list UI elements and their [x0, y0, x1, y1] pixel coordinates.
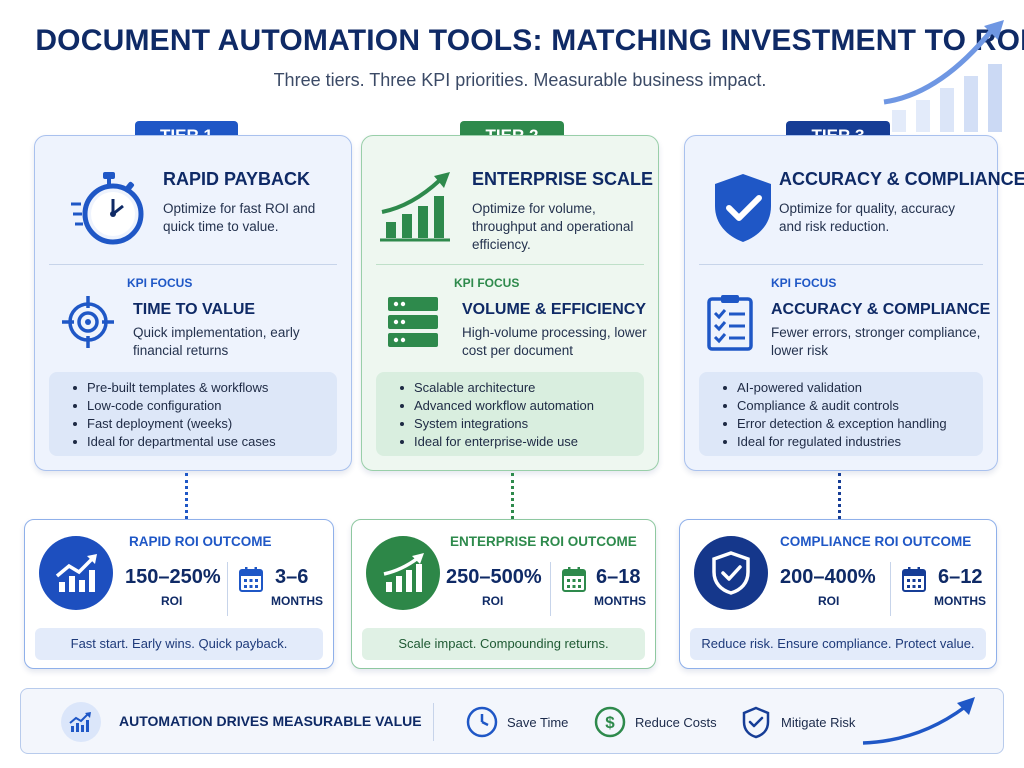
feature-list: Pre-built templates & workflows Low-code… — [49, 372, 337, 456]
svg-text:$: $ — [605, 713, 615, 732]
tier-1-card: RAPID PAYBACK Optimize for fast ROI and … — [34, 135, 352, 471]
summary-item-label: Reduce Costs — [635, 715, 717, 730]
calendar-icon — [239, 567, 263, 592]
outcome-card-1: RAPID ROI OUTCOME 150–250% ROI 3–6 MONTH… — [24, 519, 334, 669]
target-icon — [62, 296, 114, 348]
growth-arrow-icon — [862, 697, 975, 745]
roi-label: ROI — [482, 594, 504, 608]
page-title: DOCUMENT AUTOMATION TOOLS: MATCHING INVE… — [35, 24, 1024, 57]
feature-list: Scalable architecture Advanced workflow … — [376, 372, 644, 456]
stopwatch-icon — [71, 172, 144, 245]
feature-list: AI-powered validation Compliance & audit… — [699, 372, 983, 456]
list-item: System integrations — [400, 415, 644, 433]
payback-months-value: 6–18 — [596, 566, 641, 588]
shield-check-icon — [715, 174, 771, 242]
shield-check-icon — [712, 551, 750, 595]
payback-months-label: MONTHS — [934, 594, 986, 608]
divider — [227, 562, 228, 616]
outcome-title: COMPLIANCE ROI OUTCOME — [780, 534, 972, 549]
tier-description: Optimize for volume, throughput and oper… — [472, 201, 634, 252]
trend-chart-icon — [55, 554, 97, 592]
kpi-label: KPI FOCUS — [127, 276, 193, 290]
tier-2-card: ENTERPRISE SCALE Optimize for volume, th… — [361, 135, 659, 471]
list-item: Ideal for enterprise-wide use — [400, 433, 644, 451]
server-stack-icon — [388, 297, 438, 347]
list-item: Fast deployment (weeks) — [73, 415, 337, 433]
outcome-tagline: Fast start. Early wins. Quick payback. — [35, 628, 323, 660]
payback-months-value: 6–12 — [938, 566, 983, 588]
roi-value: 250–500% — [446, 566, 542, 588]
kpi-title: ACCURACY & COMPLIANCE — [771, 301, 991, 318]
outcome-icon-circle — [39, 536, 113, 610]
growth-arrow-icon — [883, 20, 1004, 132]
list-item: Error detection & exception handling — [723, 415, 983, 433]
calendar-icon — [902, 567, 926, 592]
summary-title: AUTOMATION DRIVES MEASURABLE VALUE — [119, 713, 422, 729]
tier-description: Optimize for quality, accuracy and risk … — [779, 201, 956, 234]
roi-label: ROI — [818, 594, 840, 608]
list-item: Advanced workflow automation — [400, 397, 644, 415]
list-item: AI-powered validation — [723, 379, 983, 397]
shield-check-icon — [742, 706, 770, 739]
divider — [433, 703, 434, 741]
list-item: Low-code configuration — [73, 397, 337, 415]
outcome-tagline: Reduce risk. Ensure compliance. Protect … — [690, 628, 986, 660]
payback-months-label: MONTHS — [271, 594, 323, 608]
divider — [890, 562, 891, 616]
roi-value: 200–400% — [780, 566, 876, 588]
divider — [699, 264, 983, 265]
kpi-label: KPI FOCUS — [454, 276, 520, 290]
outcome-card-2: ENTERPRISE ROI OUTCOME 250–500% ROI 6–18… — [351, 519, 656, 669]
checklist-icon — [707, 295, 753, 351]
kpi-title: VOLUME & EFFICIENCY — [462, 301, 647, 318]
summary-item-label: Save Time — [507, 715, 569, 730]
outcome-title: ENTERPRISE ROI OUTCOME — [450, 534, 637, 549]
list-item: Ideal for regulated industries — [723, 433, 983, 451]
list-item: Pre-built templates & workflows — [73, 379, 337, 397]
summary-item-label: Mitigate Risk — [781, 715, 856, 730]
divider — [376, 264, 644, 265]
divider — [550, 562, 551, 616]
outcome-title: RAPID ROI OUTCOME — [129, 534, 272, 549]
summary-icon-circle — [61, 702, 101, 742]
growth-chart-icon — [380, 172, 450, 242]
payback-months-value: 3–6 — [275, 566, 309, 588]
clock-icon — [466, 706, 498, 738]
tier-3-card: ACCURACY & COMPLIANCE Optimize for quali… — [684, 135, 1024, 471]
outcome-icon-circle — [366, 536, 440, 610]
roi-value: 150–250% — [125, 566, 221, 588]
list-item: Ideal for departmental use cases — [73, 433, 337, 451]
dollar-icon: $ — [594, 706, 626, 738]
connector-line — [511, 473, 514, 519]
kpi-description: Quick implementation, early financial re… — [133, 325, 300, 358]
trend-chart-icon — [383, 553, 424, 592]
list-item: Compliance & audit controls — [723, 397, 983, 415]
tier-name: RAPID PAYBACK — [163, 169, 311, 189]
tier-description: Optimize for fast ROI and quick time to … — [163, 201, 316, 234]
outcome-card-3: COMPLIANCE ROI OUTCOME 200–400% ROI 6–12… — [679, 519, 997, 669]
payback-months-label: MONTHS — [594, 594, 646, 608]
kpi-description: High-volume processing, lower cost per d… — [462, 325, 647, 358]
calendar-icon — [562, 567, 586, 592]
tier-name: ACCURACY & COMPLIANCE — [779, 169, 1024, 189]
kpi-label: KPI FOCUS — [771, 276, 837, 290]
connector-line — [838, 473, 841, 519]
tier-name: ENTERPRISE SCALE — [472, 169, 654, 189]
value-summary-bar: AUTOMATION DRIVES MEASURABLE VALUE Save … — [20, 688, 1004, 754]
roi-label: ROI — [161, 594, 183, 608]
outcome-icon-circle — [694, 536, 768, 610]
trend-chart-icon — [69, 712, 91, 732]
list-item: Scalable architecture — [400, 379, 644, 397]
divider — [49, 264, 337, 265]
kpi-description: Fewer errors, stronger compliance, lower… — [771, 325, 981, 358]
kpi-title: TIME TO VALUE — [133, 301, 256, 318]
connector-line — [185, 473, 188, 519]
outcome-tagline: Scale impact. Compounding returns. — [362, 628, 645, 660]
page-subtitle: Three tiers. Three KPI priorities. Measu… — [273, 70, 767, 90]
